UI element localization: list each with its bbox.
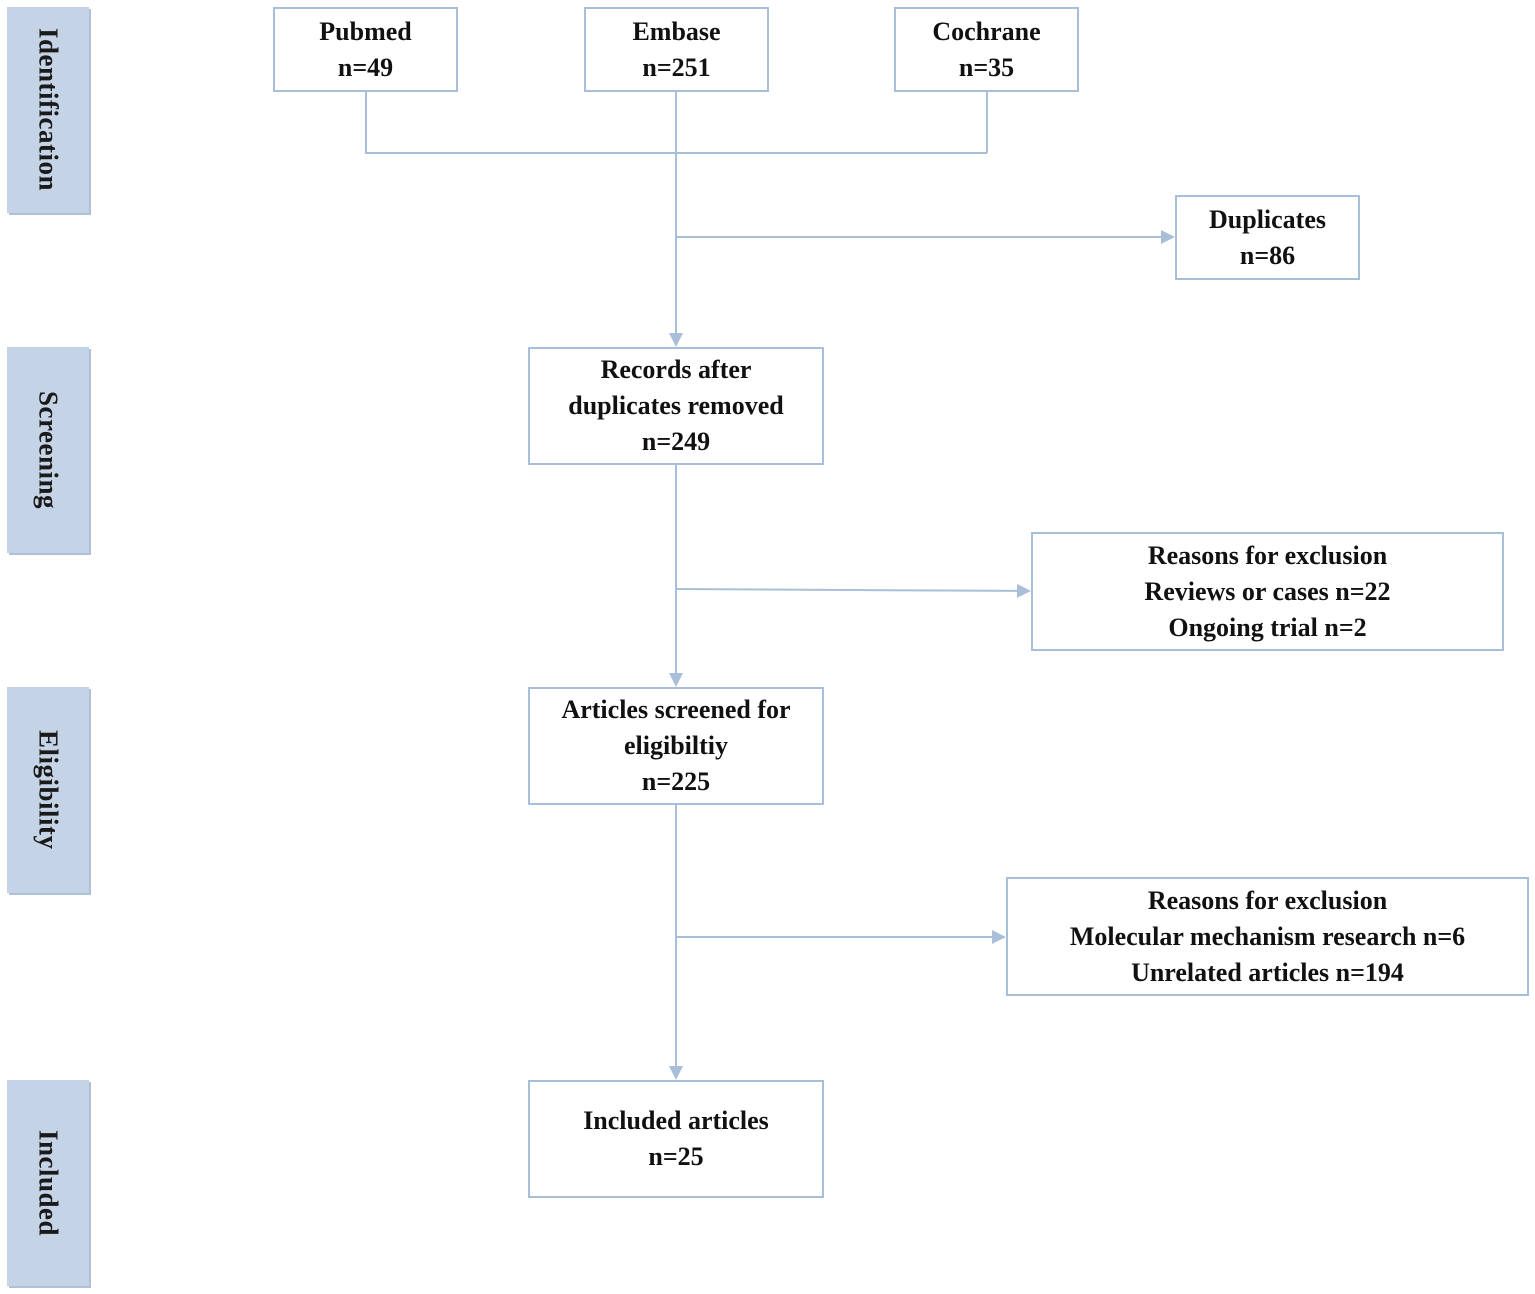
exclusion1-arrow (675, 583, 1031, 598)
screened-line2: eligibiltiy (624, 731, 728, 760)
pubmed-box: Pubmed n=49 (273, 7, 458, 92)
exclusion2-title: Reasons for exclusion (1147, 885, 1388, 915)
included-count: n=25 (648, 1142, 704, 1171)
screened-box: Articles screened for eligibiltiy n=225 (528, 687, 824, 805)
phase-screening-label: Screening (33, 391, 64, 509)
included-label: Included articles (583, 1106, 769, 1135)
embase-box: Embase n=251 (584, 7, 769, 92)
duplicates-count: n=86 (1239, 240, 1296, 270)
records-after-line1: Records after (600, 355, 752, 384)
pubmed-count: n=49 (337, 52, 394, 82)
records-after-line2: duplicates removed (568, 391, 784, 420)
embase-label: Embase (632, 16, 721, 46)
phase-eligibility-label: Eligibility (33, 730, 64, 850)
cochrane-label: Cochrane (932, 16, 1041, 46)
exclusion1-box: Reasons for exclusion Reviews or cases n… (1031, 532, 1504, 651)
screened-count: n=225 (641, 767, 711, 796)
cochrane-count: n=35 (958, 52, 1015, 82)
records-after-box: Records after duplicates removed n=249 (528, 347, 824, 465)
phase-included-label: Included (33, 1129, 64, 1237)
exclusion2-box: Reasons for exclusion Molecular mechanis… (1006, 877, 1529, 996)
exclusion1-title: Reasons for exclusion (1147, 540, 1388, 570)
embase-count: n=251 (642, 52, 711, 82)
pubmed-connector (365, 92, 987, 154)
phase-identification: Identification (7, 7, 89, 213)
exclusion2-molecular: Molecular mechanism research n=6 (1069, 921, 1466, 951)
phase-eligibility: Eligibility (7, 687, 89, 893)
exclusion1-reviews: Reviews or cases n=22 (1144, 576, 1391, 606)
cochrane-box: Cochrane n=35 (894, 7, 1079, 92)
pubmed-label: Pubmed (319, 16, 412, 46)
duplicates-label: Duplicates (1209, 204, 1326, 234)
exclusion1-ongoing: Ongoing trial n=2 (1168, 612, 1367, 642)
screened-line1: Articles screened for (561, 695, 791, 724)
included-box: Included articles n=25 (528, 1080, 824, 1198)
duplicates-box: Duplicates n=86 (1175, 195, 1360, 280)
phase-identification-label: Identification (33, 28, 64, 192)
records-after-count: n=249 (641, 427, 711, 456)
phase-screening: Screening (7, 347, 89, 553)
phase-included: Included (7, 1080, 89, 1286)
exclusion2-unrelated: Unrelated articles n=194 (1131, 957, 1404, 987)
